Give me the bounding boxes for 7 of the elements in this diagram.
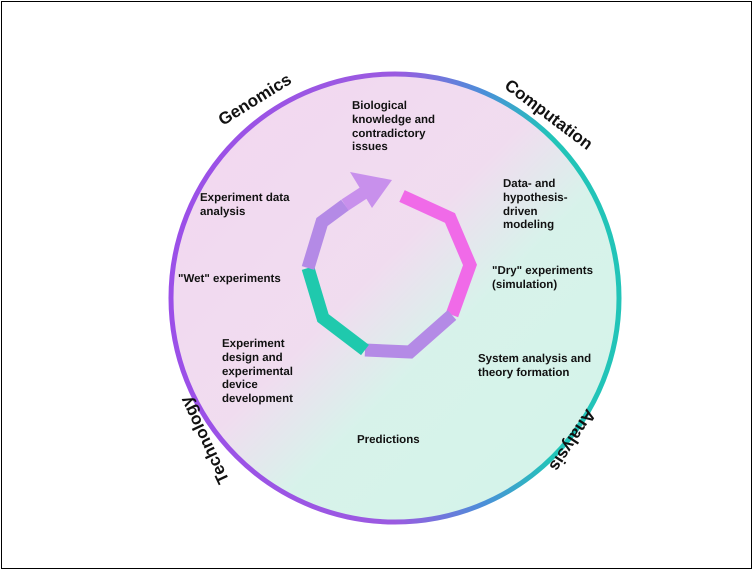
step-label: "Wet" experiments xyxy=(178,273,282,287)
step-label: Experiment data analysis xyxy=(200,192,290,220)
step-label: Biological knowledge and contradictory issues xyxy=(352,100,436,156)
step-label: Predictions xyxy=(357,434,421,448)
step-label: System analysis and theory formation xyxy=(478,353,592,381)
step-label: "Dry" experiments (simulation) xyxy=(492,265,594,293)
step-label: Data- and hypothesis-driven modeling xyxy=(503,178,569,234)
